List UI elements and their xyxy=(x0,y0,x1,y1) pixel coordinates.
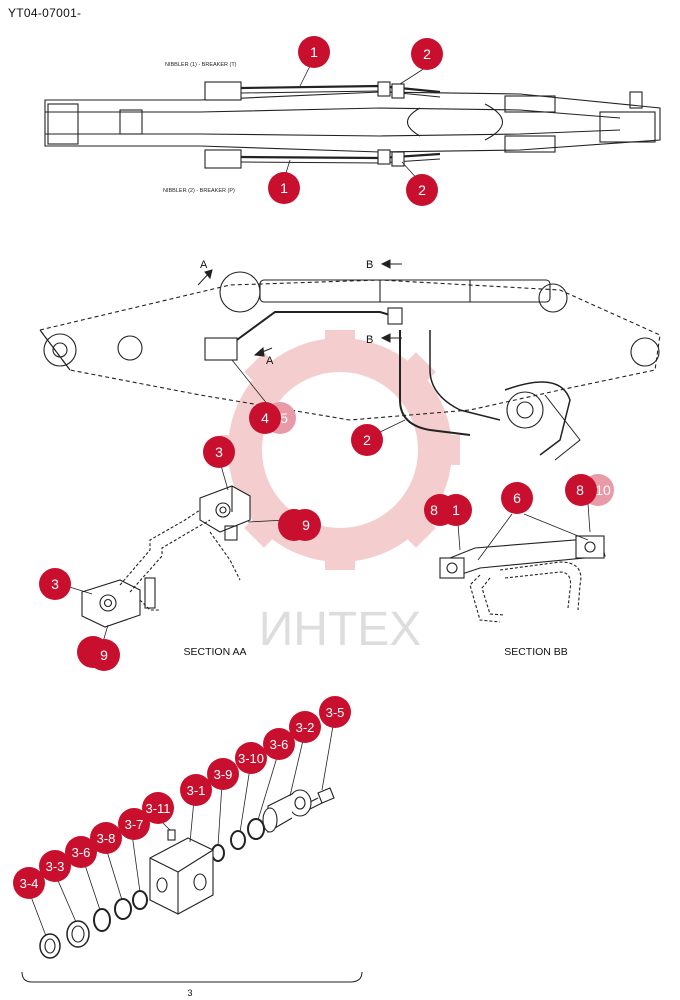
svg-text:5: 5 xyxy=(280,410,288,426)
section-b-marker-bottom: B xyxy=(366,334,373,346)
svg-text:3-2: 3-2 xyxy=(296,720,315,735)
svg-text:3-11: 3-11 xyxy=(145,801,170,816)
callout-3-4: 3-4 xyxy=(13,867,45,899)
svg-text:3-4: 3-4 xyxy=(20,876,39,891)
watermark-text: ИНТЕХ xyxy=(259,603,422,656)
boom-top-view xyxy=(44,81,661,169)
svg-text:3: 3 xyxy=(51,576,59,592)
callout-2-top: 2 xyxy=(411,38,443,70)
svg-text:3-6: 3-6 xyxy=(72,845,91,860)
nibbler-breaker-p-label: NIBBLER (2) - BREAKER (P) xyxy=(163,188,235,194)
side-leader-lines xyxy=(231,359,406,433)
svg-text:3-1: 3-1 xyxy=(187,783,206,798)
callout-3-7: 3-7 xyxy=(118,808,150,840)
callout-3-8: 3-8 xyxy=(90,822,122,854)
boom-side-view xyxy=(39,271,661,461)
callout-2-bottom: 2 xyxy=(406,174,438,206)
svg-text:2: 2 xyxy=(363,432,371,448)
callout-3-9: 3-9 xyxy=(207,758,239,790)
svg-text:2: 2 xyxy=(423,46,431,62)
callout-1-bottom: 1 xyxy=(268,172,300,204)
svg-text:3-7: 3-7 xyxy=(125,817,144,832)
section-bb-drawing xyxy=(439,535,606,623)
callout-3-5: 3-5 xyxy=(319,696,351,728)
exploded-assembly-3 xyxy=(39,787,335,959)
callout-3-1: 3-1 xyxy=(180,774,212,806)
callout-9-aa-lower: 9 xyxy=(88,639,120,671)
section-b-marker-top: B xyxy=(366,259,373,271)
svg-text:3-9: 3-9 xyxy=(214,767,233,782)
section-aa-drawing xyxy=(81,485,251,628)
callout-3-2: 3-2 xyxy=(289,711,321,743)
nibbler-breaker-t-label: NIBBLER (1) - BREAKER (T) xyxy=(165,62,237,68)
callout-6-bb: 6 xyxy=(501,482,533,514)
svg-text:1: 1 xyxy=(280,180,288,196)
document-code: YT04-07001- xyxy=(8,6,82,20)
svg-text:3: 3 xyxy=(215,444,223,460)
svg-text:4: 4 xyxy=(261,410,269,426)
assembly-leader-lines xyxy=(29,719,335,937)
section-a-marker-top: A xyxy=(200,259,208,271)
svg-text:8: 8 xyxy=(576,482,584,498)
section-a-marker-bottom: A xyxy=(266,355,274,367)
callout-3-aa-lower: 3 xyxy=(39,568,71,600)
callout-8-bb-right: 8 xyxy=(565,474,597,506)
svg-text:1: 1 xyxy=(452,502,460,518)
svg-text:3-10: 3-10 xyxy=(238,751,264,766)
assembly-bracket xyxy=(21,971,363,983)
svg-text:3-5: 3-5 xyxy=(326,705,345,720)
callout-badges: 1 2 1 2 5 4 2 3 9 3 9 8 1 6 10 8 3-5 3-2… xyxy=(13,36,614,899)
svg-text:2: 2 xyxy=(418,182,426,198)
watermark-gear-logo xyxy=(220,330,460,570)
svg-text:9: 9 xyxy=(302,517,310,533)
section-bb-label: SECTION BB xyxy=(504,646,568,658)
callout-1-top: 1 xyxy=(298,36,330,68)
callout-2-side: 2 xyxy=(351,424,383,456)
callout-1-bb: 1 xyxy=(440,494,472,526)
svg-text:3-3: 3-3 xyxy=(46,859,65,874)
svg-text:8: 8 xyxy=(430,502,438,518)
assembly-number-label: 3 xyxy=(187,988,192,998)
svg-text:9: 9 xyxy=(100,647,108,663)
svg-text:3-6: 3-6 xyxy=(270,737,289,752)
section-aa-label: SECTION AA xyxy=(183,646,246,658)
svg-text:1: 1 xyxy=(310,44,318,60)
callout-3-6-upper: 3-6 xyxy=(263,728,295,760)
callout-3-aa-upper: 3 xyxy=(203,436,235,468)
callout-9-aa-upper: 9 xyxy=(289,509,321,541)
callout-4: 4 xyxy=(249,402,281,434)
svg-text:3-8: 3-8 xyxy=(97,831,116,846)
callout-3-6-lower: 3-6 xyxy=(65,836,97,868)
section-markers xyxy=(197,259,402,357)
svg-text:6: 6 xyxy=(513,490,521,506)
svg-text:10: 10 xyxy=(595,482,611,498)
callout-3-10: 3-10 xyxy=(235,742,267,774)
callout-3-3: 3-3 xyxy=(39,850,71,882)
bb-leader-lines xyxy=(457,503,591,561)
callout-3-11: 3-11 xyxy=(142,792,174,824)
